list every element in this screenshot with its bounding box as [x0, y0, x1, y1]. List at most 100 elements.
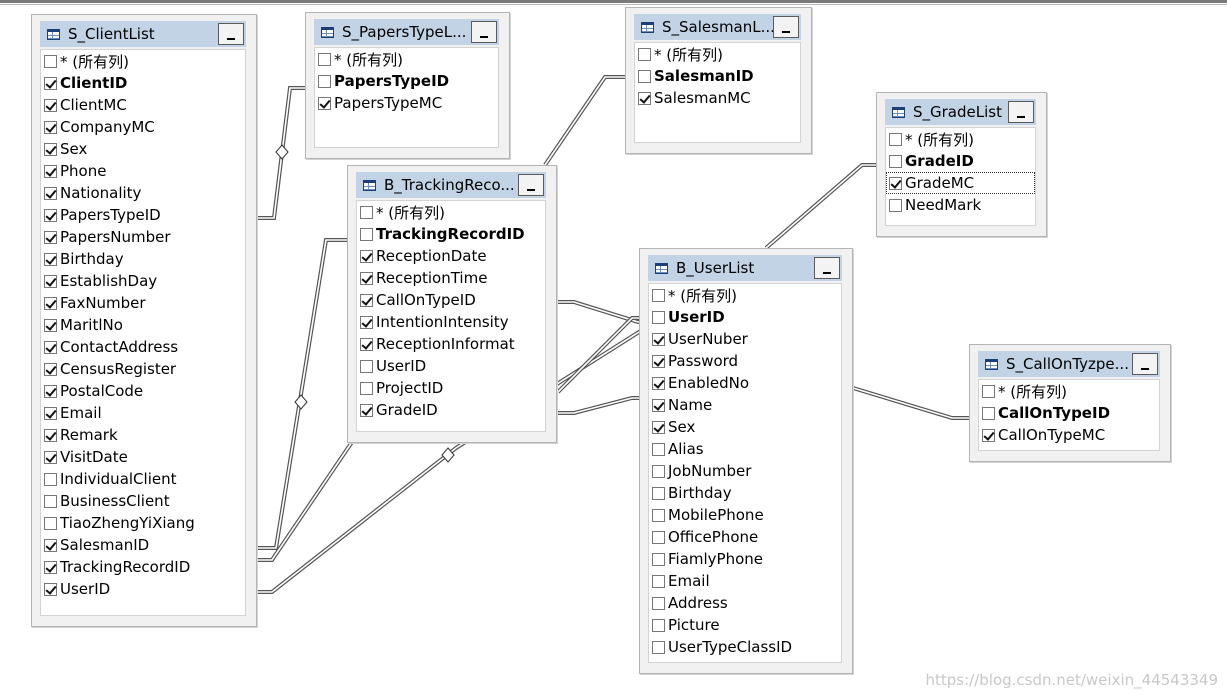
column-checkbox[interactable] — [44, 560, 57, 574]
column-checkbox[interactable] — [638, 69, 651, 83]
column-checkbox[interactable] — [44, 142, 57, 156]
column-row[interactable]: CallOnTypeID — [357, 289, 545, 311]
column-checkbox[interactable] — [652, 376, 665, 390]
column-checkbox[interactable] — [44, 252, 57, 266]
column-row[interactable]: ReceptionInformat — [357, 333, 545, 355]
column-checkbox[interactable] — [652, 486, 665, 500]
column-row[interactable]: * (所有列) — [979, 380, 1159, 402]
column-checkbox[interactable] — [982, 384, 995, 398]
column-row[interactable]: UserNuber — [649, 328, 841, 350]
column-checkbox[interactable] — [652, 310, 665, 324]
table-header[interactable]: S_ClientList — [40, 21, 246, 47]
column-row[interactable]: PapersTypeID — [315, 70, 498, 92]
relationship-diamond-client-paperstype[interactable] — [275, 144, 289, 160]
column-checkbox[interactable] — [360, 271, 373, 285]
column-row[interactable]: TrackingRecordID — [41, 556, 245, 578]
column-checkbox[interactable] — [652, 420, 665, 434]
column-row[interactable]: PostalCode — [41, 380, 245, 402]
column-row[interactable]: OfficePhone — [649, 526, 841, 548]
column-row[interactable]: Email — [649, 570, 841, 592]
minimize-button[interactable] — [1008, 101, 1034, 123]
column-checkbox[interactable] — [44, 428, 57, 442]
column-checkbox[interactable] — [652, 552, 665, 566]
column-checkbox[interactable] — [44, 384, 57, 398]
column-checkbox[interactable] — [44, 362, 57, 376]
column-row[interactable]: BusinessClient — [41, 490, 245, 512]
column-checkbox[interactable] — [638, 91, 651, 105]
column-row[interactable]: Nationality — [41, 182, 245, 204]
column-row[interactable]: CallOnTypeMC — [979, 424, 1159, 446]
column-checkbox[interactable] — [44, 472, 57, 486]
column-row[interactable]: NeedMark — [886, 194, 1035, 216]
table-header[interactable]: B_UserList — [648, 255, 842, 281]
column-row[interactable]: SalesmanID — [635, 65, 800, 87]
column-row[interactable]: * (所有列) — [886, 128, 1035, 150]
column-row[interactable]: TrackingRecordID — [357, 223, 545, 245]
column-checkbox[interactable] — [360, 205, 373, 219]
column-row[interactable]: EstablishDay — [41, 270, 245, 292]
column-row[interactable]: GradeID — [357, 399, 545, 421]
column-row[interactable]: EnabledNo — [649, 372, 841, 394]
column-checkbox[interactable] — [652, 596, 665, 610]
table-header[interactable]: S_CallOnTyzpe... — [978, 351, 1160, 377]
column-checkbox[interactable] — [889, 132, 902, 146]
table-header[interactable]: B_TrackingReco... — [356, 172, 546, 198]
column-row[interactable]: IntentionIntensity — [357, 311, 545, 333]
column-row[interactable]: UserID — [649, 306, 841, 328]
column-row[interactable]: MobilePhone — [649, 504, 841, 526]
column-row[interactable]: UserID — [41, 578, 245, 600]
column-row[interactable]: ClientID — [41, 72, 245, 94]
column-checkbox[interactable] — [652, 574, 665, 588]
column-row[interactable]: TiaoZhengYiXiang — [41, 512, 245, 534]
column-row[interactable]: * (所有列) — [649, 284, 841, 306]
column-row[interactable]: UserTypeClassID — [649, 636, 841, 658]
column-row[interactable]: * (所有列) — [635, 43, 800, 65]
column-checkbox[interactable] — [44, 76, 57, 90]
column-checkbox[interactable] — [360, 293, 373, 307]
minimize-button[interactable] — [471, 21, 497, 43]
column-checkbox[interactable] — [318, 96, 331, 110]
column-row[interactable]: CompanyMC — [41, 116, 245, 138]
column-checkbox[interactable] — [652, 288, 665, 302]
link-client-tracking[interactable] — [258, 238, 348, 550]
minimize-button[interactable] — [814, 257, 840, 279]
column-row[interactable]: Sex — [41, 138, 245, 160]
table-header[interactable]: S_PapersTypeL... — [314, 19, 499, 45]
column-row[interactable]: MaritlNo — [41, 314, 245, 336]
column-checkbox[interactable] — [652, 618, 665, 632]
column-checkbox[interactable] — [652, 354, 665, 368]
column-row[interactable]: Alias — [649, 438, 841, 460]
column-row[interactable]: UserID — [357, 355, 545, 377]
table-tracking[interactable]: B_TrackingReco...* (所有列)TrackingRecordID… — [347, 165, 557, 443]
column-checkbox[interactable] — [652, 530, 665, 544]
column-row[interactable]: PapersTypeMC — [315, 92, 498, 114]
column-row[interactable]: ReceptionTime — [357, 267, 545, 289]
column-checkbox[interactable] — [360, 249, 373, 263]
column-checkbox[interactable] — [44, 230, 57, 244]
column-row[interactable]: PapersTypeID — [41, 204, 245, 226]
column-row[interactable]: ContactAddress — [41, 336, 245, 358]
column-checkbox[interactable] — [360, 381, 373, 395]
column-checkbox[interactable] — [982, 428, 995, 442]
column-row[interactable]: CensusRegister — [41, 358, 245, 380]
column-checkbox[interactable] — [889, 198, 902, 212]
relationship-diamond-client-user[interactable] — [441, 447, 455, 463]
column-checkbox[interactable] — [44, 494, 57, 508]
column-row[interactable]: Phone — [41, 160, 245, 182]
link-user-grade[interactable] — [764, 163, 877, 250]
minimize-button[interactable] — [1132, 353, 1158, 375]
column-row[interactable]: VisitDate — [41, 446, 245, 468]
column-checkbox[interactable] — [889, 154, 902, 168]
column-row[interactable]: Birthday — [41, 248, 245, 270]
column-checkbox[interactable] — [44, 582, 57, 596]
minimize-button[interactable] — [518, 174, 544, 196]
column-checkbox[interactable] — [638, 47, 651, 61]
column-checkbox[interactable] — [652, 640, 665, 654]
column-checkbox[interactable] — [982, 406, 995, 420]
minimize-button[interactable] — [773, 16, 799, 38]
column-checkbox[interactable] — [889, 176, 902, 190]
